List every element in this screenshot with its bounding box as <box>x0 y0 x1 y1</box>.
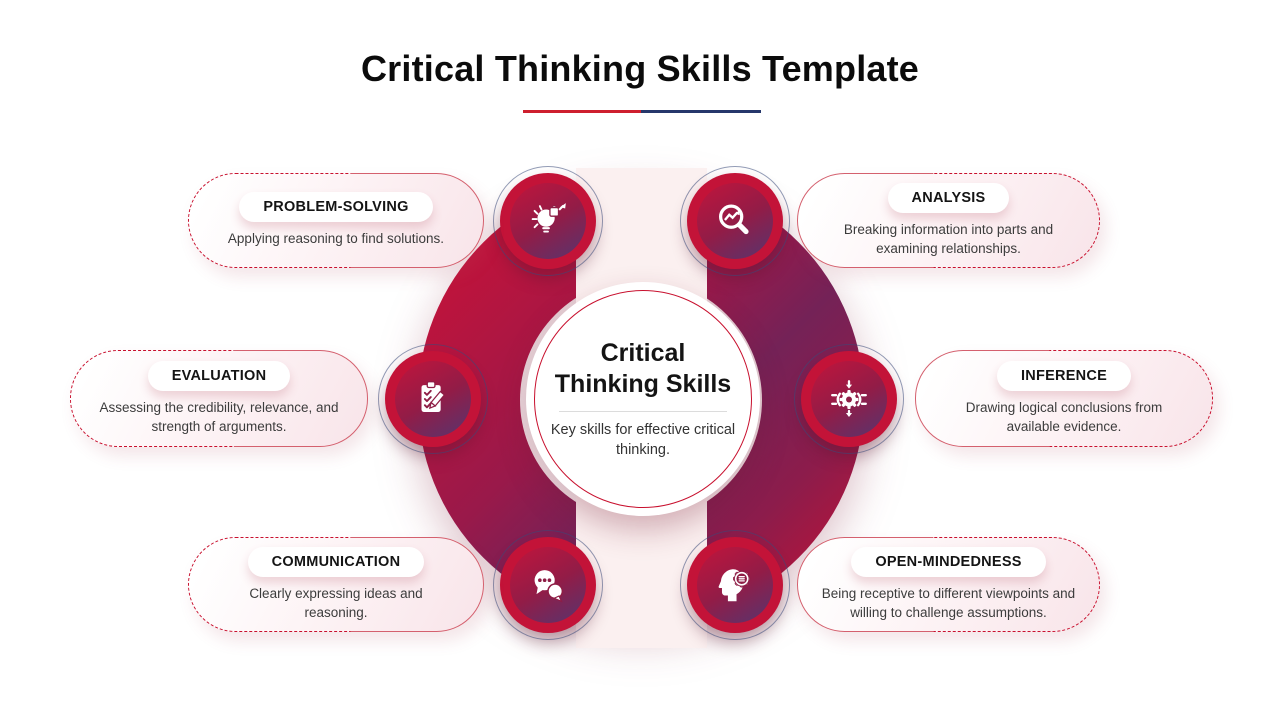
badge-inner <box>697 547 773 623</box>
badge-open-mindedness <box>680 530 790 640</box>
chat-bubbles-icon <box>534 570 564 603</box>
title-underline <box>523 110 761 113</box>
skill-label-pill: PROBLEM-SOLVING <box>239 192 433 223</box>
badge-inner <box>811 361 887 437</box>
skill-description: Clearly expressing ideas and reasoning. <box>249 585 423 620</box>
badge-communication <box>493 530 603 640</box>
center-circle: Critical Thinking Skills Key skills for … <box>526 282 760 516</box>
skill-label: ANALYSIS <box>911 189 986 206</box>
skill-label-pill: COMMUNICATION <box>247 546 425 577</box>
badge-analysis <box>680 166 790 276</box>
skill-card-open-mindedness: OPEN-MINDEDNESS Being receptive to diffe… <box>797 537 1100 632</box>
head-gear-icon <box>718 569 751 602</box>
skill-description: Drawing logical conclusions from availab… <box>965 399 1163 434</box>
skill-label: OPEN-MINDEDNESS <box>875 553 1022 570</box>
badge-inner <box>510 183 586 259</box>
skill-label-pill: INFERENCE <box>996 360 1132 391</box>
skill-label-pill: EVALUATION <box>147 360 291 391</box>
skill-description: Assessing the credibility, relevance, an… <box>99 399 339 434</box>
center-subtitle: Key skills for effective critical thinki… <box>550 421 736 458</box>
skill-card-communication: COMMUNICATION Clearly expressing ideas a… <box>188 537 484 632</box>
skill-description: Breaking information into parts and exam… <box>843 221 1054 256</box>
skill-label: INFERENCE <box>1020 367 1108 384</box>
badge-evaluation <box>378 344 488 454</box>
underline-navy-segment <box>641 110 761 113</box>
badge-inner <box>697 183 773 259</box>
skill-card-evaluation: EVALUATION Assessing the credibility, re… <box>70 350 368 447</box>
lightbulb-puzzle-icon <box>531 203 566 233</box>
skill-label-pill: OPEN-MINDEDNESS <box>851 546 1046 577</box>
skill-label-pill: ANALYSIS <box>887 182 1010 213</box>
clipboard-checklist-pencil-icon <box>421 381 446 412</box>
skill-card-problem-solving: PROBLEM-SOLVING Applying reasoning to fi… <box>188 173 484 268</box>
skill-label: EVALUATION <box>171 367 267 384</box>
gear-converging-arrows-icon <box>831 380 867 418</box>
badge-inference <box>794 344 904 454</box>
skill-description: Being receptive to different viewpoints … <box>821 585 1076 620</box>
center-title: Critical Thinking Skills <box>554 338 732 398</box>
badge-inner <box>395 361 471 437</box>
skill-description: Applying reasoning to find solutions. <box>227 231 445 247</box>
badge-problem-solving <box>493 166 603 276</box>
badge-inner <box>510 547 586 623</box>
page-title: Critical Thinking Skills Template <box>360 48 920 89</box>
skill-card-analysis: ANALYSIS Breaking information into parts… <box>797 173 1100 268</box>
skill-card-inference: INFERENCE Drawing logical conclusions fr… <box>915 350 1213 447</box>
center-divider <box>559 410 727 412</box>
underline-red-segment <box>523 110 641 113</box>
magnifier-trend-icon <box>718 204 749 235</box>
skill-label: PROBLEM-SOLVING <box>263 199 409 216</box>
skill-label: COMMUNICATION <box>271 553 401 570</box>
